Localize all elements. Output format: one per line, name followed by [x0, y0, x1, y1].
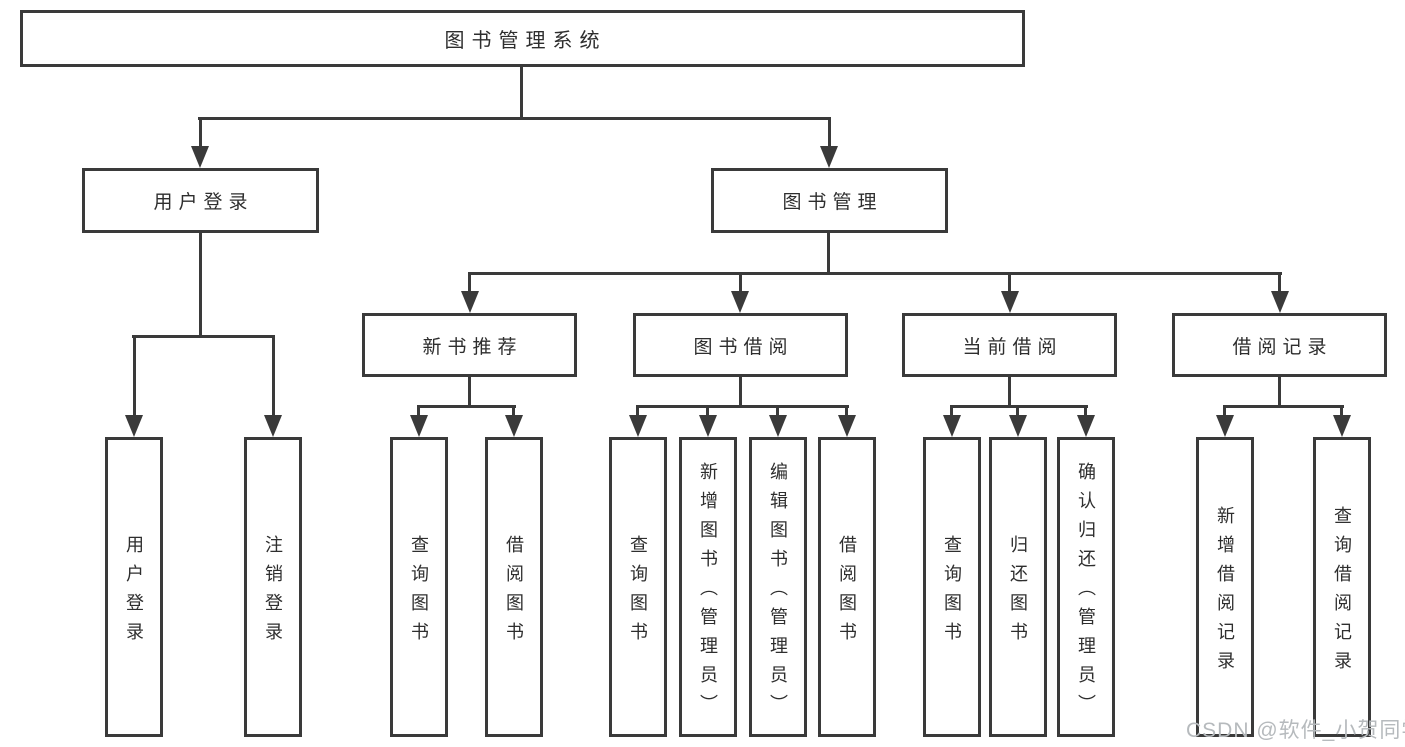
- connector-line: [1278, 375, 1281, 408]
- leaf-label: 用户登录: [124, 534, 144, 651]
- arrow-down-icon: [699, 415, 717, 437]
- connector-line: [1008, 272, 1011, 292]
- connector-line: [706, 405, 709, 417]
- arrow-down-icon: [1216, 415, 1234, 437]
- connector-line: [845, 405, 848, 417]
- connector-line: [132, 335, 275, 338]
- connector-line: [417, 405, 516, 408]
- connector-line: [512, 405, 515, 417]
- arrow-down-icon: [731, 291, 749, 313]
- connector-line: [1008, 375, 1011, 408]
- leaf-return-books: 归还图书: [989, 437, 1047, 737]
- connector-line: [1340, 405, 1343, 417]
- connector-line: [198, 117, 831, 120]
- arrow-down-icon: [125, 415, 143, 437]
- leaf-label: 借阅图书: [837, 534, 857, 651]
- leaf-add-borrow-record: 新增借阅记录: [1196, 437, 1254, 737]
- arrow-down-icon: [461, 291, 479, 313]
- arrow-down-icon: [769, 415, 787, 437]
- node-user-login: 用户登录: [82, 168, 319, 233]
- arrow-down-icon: [1077, 415, 1095, 437]
- leaf-query-books-3: 查询图书: [923, 437, 981, 737]
- leaf-label: 查询图书: [628, 534, 648, 651]
- connector-line: [199, 231, 202, 338]
- connector-line: [520, 66, 523, 120]
- leaf-edit-book-admin: 编辑图书（管理员）: [749, 437, 807, 737]
- node-current-borrowing: 当前借阅: [902, 313, 1117, 377]
- watermark: CSDN @软件_小贺同学: [1186, 719, 1405, 742]
- arrow-down-icon: [838, 415, 856, 437]
- leaf-label: 归还图书: [1008, 534, 1028, 651]
- node-library-management-system: 图书管理系统: [20, 10, 1025, 67]
- connector-line: [133, 335, 136, 416]
- connector-line: [1016, 405, 1019, 417]
- arrow-down-icon: [1271, 291, 1289, 313]
- leaf-label: 新增图书（管理员）: [698, 462, 718, 723]
- connector-line: [827, 231, 830, 274]
- arrow-down-icon: [629, 415, 647, 437]
- node-new-book-recommendation: 新书推荐: [362, 313, 577, 377]
- arrow-down-icon: [410, 415, 428, 437]
- leaf-borrow-books-2: 借阅图书: [818, 437, 876, 737]
- leaf-label: 新增借阅记录: [1215, 505, 1235, 680]
- leaf-label: 注销登录: [263, 534, 283, 651]
- arrow-down-icon: [943, 415, 961, 437]
- arrow-down-icon: [264, 415, 282, 437]
- leaf-label: 借阅图书: [504, 534, 524, 651]
- leaf-query-books-1: 查询图书: [390, 437, 448, 737]
- connector-line: [636, 405, 849, 408]
- arrow-down-icon: [1333, 415, 1351, 437]
- connector-line: [417, 405, 420, 417]
- connector-line: [468, 272, 1282, 275]
- connector-line: [739, 375, 742, 408]
- leaf-query-borrow-record: 查询借阅记录: [1313, 437, 1371, 737]
- arrow-down-icon: [1001, 291, 1019, 313]
- arrow-down-icon: [820, 146, 838, 168]
- connector-line: [199, 117, 202, 148]
- leaf-borrow-books-1: 借阅图书: [485, 437, 543, 737]
- connector-line: [272, 335, 275, 416]
- arrow-down-icon: [191, 146, 209, 168]
- arrow-down-icon: [1009, 415, 1027, 437]
- connector-line: [739, 272, 742, 292]
- connector-line: [1223, 405, 1226, 417]
- connector-line: [776, 405, 779, 417]
- node-borrowing-records: 借阅记录: [1172, 313, 1387, 377]
- connector-line: [468, 272, 471, 292]
- leaf-label: 编辑图书（管理员）: [768, 462, 788, 723]
- connector-line: [1278, 272, 1281, 292]
- leaf-query-books-2: 查询图书: [609, 437, 667, 737]
- node-book-borrowing: 图书借阅: [633, 313, 848, 377]
- leaf-confirm-return-admin: 确认归还（管理员）: [1057, 437, 1115, 737]
- connector-line: [1084, 405, 1087, 417]
- leaf-logout: 注销登录: [244, 437, 302, 737]
- leaf-label: 查询图书: [942, 534, 962, 651]
- connector-line: [636, 405, 639, 417]
- leaf-label: 确认归还（管理员）: [1076, 462, 1096, 723]
- leaf-add-book-admin: 新增图书（管理员）: [679, 437, 737, 737]
- arrow-down-icon: [505, 415, 523, 437]
- leaf-user-login: 用户登录: [105, 437, 163, 737]
- leaf-label: 查询借阅记录: [1332, 505, 1352, 680]
- connector-line: [950, 405, 1088, 408]
- node-book-management: 图书管理: [711, 168, 948, 233]
- connector-line: [950, 405, 953, 417]
- connector-line: [1223, 405, 1344, 408]
- connector-line: [468, 375, 471, 408]
- leaf-label: 查询图书: [409, 534, 429, 651]
- connector-line: [828, 117, 831, 148]
